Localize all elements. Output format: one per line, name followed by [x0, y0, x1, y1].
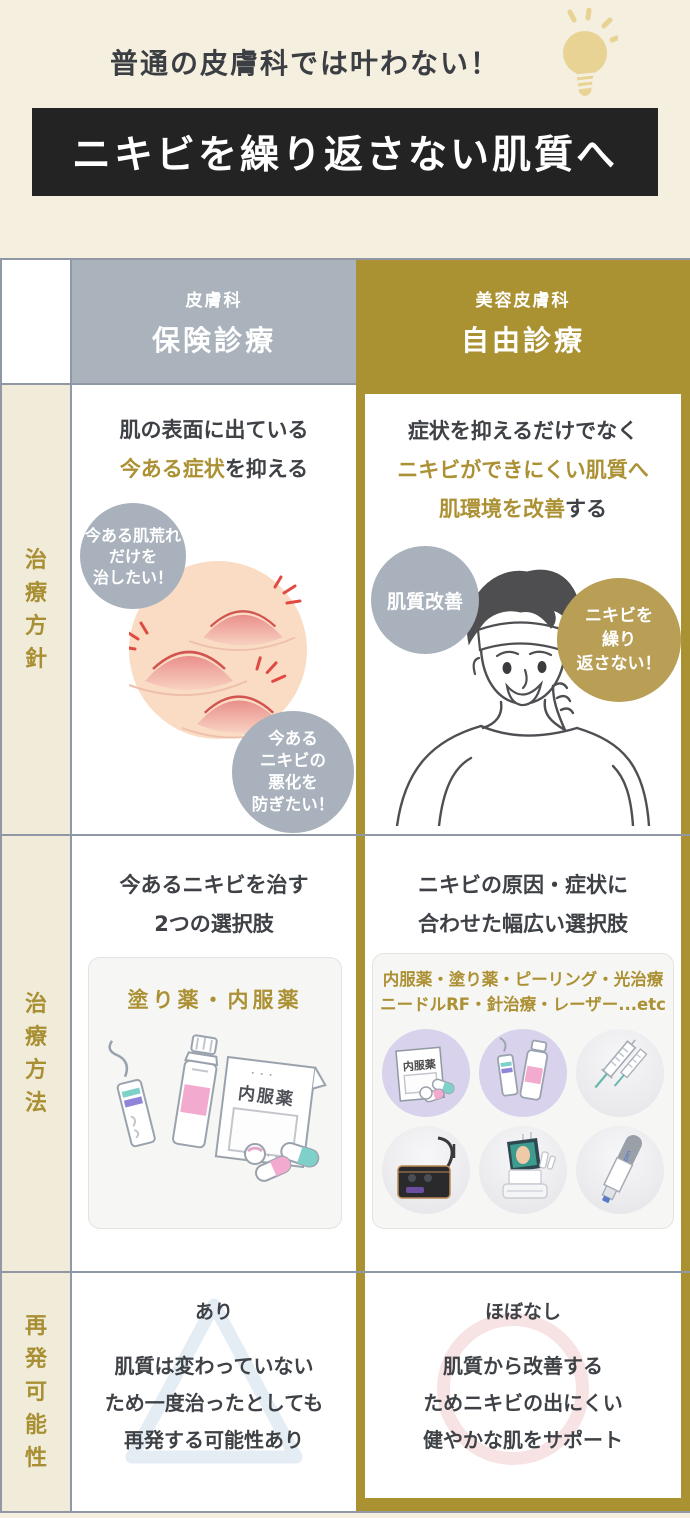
- recurrence-cell-cosmetic: ほぼなし 肌質から改善する ためニキビの出にくい 健やかな肌をサポート: [356, 1273, 690, 1511]
- methods-cell-insurance: 今あるニキビを治す 2つの選択肢 塗り薬・内服薬: [72, 834, 356, 1271]
- syringe-icon: [576, 1029, 664, 1117]
- medicine-illustration: ・・・ 内服薬 ・・・・・: [108, 1034, 327, 1182]
- recurrence-verdict: あり: [194, 1301, 233, 1323]
- recurrence-verdict: ほぼなし: [484, 1301, 561, 1323]
- options-line-2: ニードルRF・針治療・レーザー...etc: [380, 995, 666, 1014]
- row-treatment-policy: 治療方針 肌の表面に出ている 今ある症状を抑える: [0, 383, 690, 836]
- dermapen-icon: pen: [576, 1126, 664, 1214]
- packet-label: 内服薬: [402, 1057, 437, 1074]
- headline-banner: ニキビを繰り返さない肌質へ: [32, 108, 658, 196]
- treatment-grid: 内服薬: [373, 1029, 673, 1214]
- column-subtitle: 皮膚科: [185, 291, 243, 311]
- speech-bubble-heal-now: 今ある肌荒れ だけを 治したい！: [80, 503, 186, 609]
- options-title: 塗り薬・内服薬: [127, 988, 303, 1012]
- column-title: 保険診療: [151, 324, 276, 357]
- laser-machine-icon: [382, 1126, 470, 1214]
- topical-medicine-icon: [479, 1029, 567, 1117]
- banner-title: ニキビを繰り返さない肌質へ: [71, 133, 618, 178]
- lightbulb-icon: [563, 8, 618, 96]
- insurance-options-box: 塗り薬・内服薬: [88, 957, 342, 1229]
- triangle-mark-icon: [125, 1298, 303, 1464]
- table-header: 皮膚科 保険診療 美容皮膚科 自由診療: [0, 258, 690, 385]
- column-title: 自由診療: [460, 324, 585, 357]
- row-label-recurrence: 再発可能性: [0, 1273, 72, 1511]
- recurrence-cell-insurance: あり 肌質は変わっていない ため一度治ったとしても 再発する可能性あり: [72, 1271, 356, 1511]
- row-label-policy: 治療方針: [0, 383, 72, 834]
- comparison-table: 皮膚科 保険診療 美容皮膚科 自由診療 治療方針 肌の表面に出ている 今ある症状…: [0, 258, 690, 1513]
- speech-bubble-prevent-worsening: 今ある ニキビの 悪化を 防ぎたい！: [232, 711, 354, 833]
- cosmetic-options-box: 内服薬・塗り薬・ピーリング・光治療 ニードルRF・針治療・レーザー...etc …: [372, 953, 674, 1229]
- speech-bubble-no-recurrence: ニキビを 繰り 返さない！: [557, 578, 681, 702]
- recurrence-description: 肌質は変わっていない ため一度治ったとしても 再発する可能性あり: [104, 1354, 324, 1452]
- policy-cell-cosmetic: 症状を抑えるだけでなく ニキビができにくい肌質へ 肌環境を改善する: [356, 385, 690, 834]
- policy-heading-cosmetic: 症状を抑えるだけでなく ニキビができにくい肌質へ 肌環境を改善する: [397, 419, 649, 521]
- policy-heading-insurance: 肌の表面に出ている 今ある症状を抑える: [119, 418, 309, 481]
- row-label-methods: 治療方法: [0, 836, 72, 1271]
- methods-cell-cosmetic: ニキビの原因・症状に 合わせた幅広い選択肢 内服薬・塗り薬・ピーリング・光治療 …: [356, 836, 690, 1271]
- column-header-cosmetic: 美容皮膚科 自由診療: [356, 260, 690, 385]
- recurrence-description: 肌質から改善する ためニキビの出にくい 健やかな肌をサポート: [423, 1354, 623, 1452]
- oral-medicine-icon: 内服薬: [382, 1029, 470, 1117]
- options-line-1: 内服薬・塗り薬・ピーリング・光治療: [382, 970, 664, 989]
- corner-cell: [0, 260, 72, 385]
- svg-text:pen: pen: [622, 1149, 633, 1162]
- column-subtitle: 美容皮膚科: [475, 291, 571, 311]
- column-header-insurance: 皮膚科 保険診療: [72, 260, 356, 385]
- policy-cell-insurance: 肌の表面に出ている 今ある症状を抑える: [72, 383, 356, 834]
- svg-text:・・・: ・・・: [248, 1069, 276, 1082]
- methods-heading-insurance: 今あるニキビを治す 2つの選択肢: [119, 873, 309, 936]
- top-section: 普通の皮膚科では叶わない！ ニキビを繰り返さない肌質へ: [0, 0, 690, 196]
- speech-bubble-skin-improvement: 肌質改善: [371, 546, 479, 654]
- methods-heading-cosmetic: ニキビの原因・症状に 合わせた幅広い選択肢: [418, 873, 628, 936]
- row-recurrence: 再発可能性 あり 肌質は変わっていない ため一度治ったとしても 再発する可能性あ…: [0, 1271, 690, 1513]
- man-illustration: [395, 569, 651, 826]
- tagline: 普通の皮膚科では叶わない！: [109, 47, 500, 80]
- facial-machine-icon: [479, 1126, 567, 1214]
- row-treatment-methods: 治療方法 今あるニキビを治す 2つの選択肢 塗り薬・内服薬: [0, 834, 690, 1273]
